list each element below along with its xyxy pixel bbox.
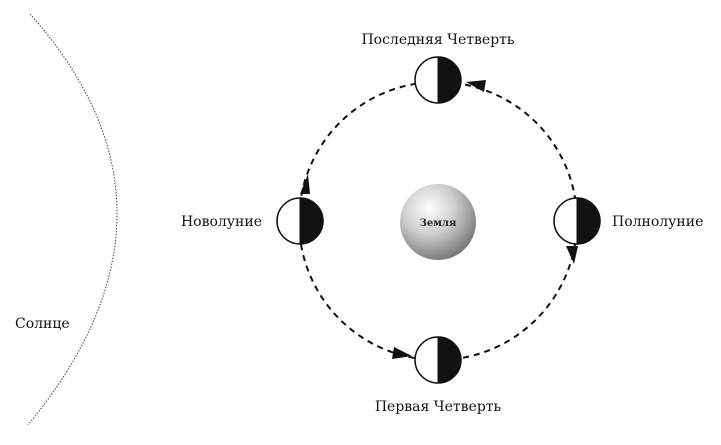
moon-last-quarter (414, 56, 462, 104)
sun-edge-arc (27, 13, 118, 426)
moon-new-moon (276, 197, 324, 245)
earth-label: Земля (420, 218, 457, 229)
first-quarter-label: Первая Четверть (375, 399, 502, 415)
moon-full-moon (553, 197, 601, 245)
earth (400, 184, 476, 260)
sun-label: Солнце (15, 316, 70, 332)
new-moon-label: Новолуние (181, 214, 262, 230)
moon-first-quarter (414, 336, 462, 384)
orbit-arrow-right (566, 246, 578, 264)
orbit-arrow-top (466, 80, 486, 92)
orbit-arrow-bottom (392, 347, 412, 359)
last-quarter-label: Последняя Четверть (361, 32, 514, 48)
full-moon-label: Полнолуние (612, 214, 703, 230)
orbit-arrow-left (300, 174, 310, 194)
